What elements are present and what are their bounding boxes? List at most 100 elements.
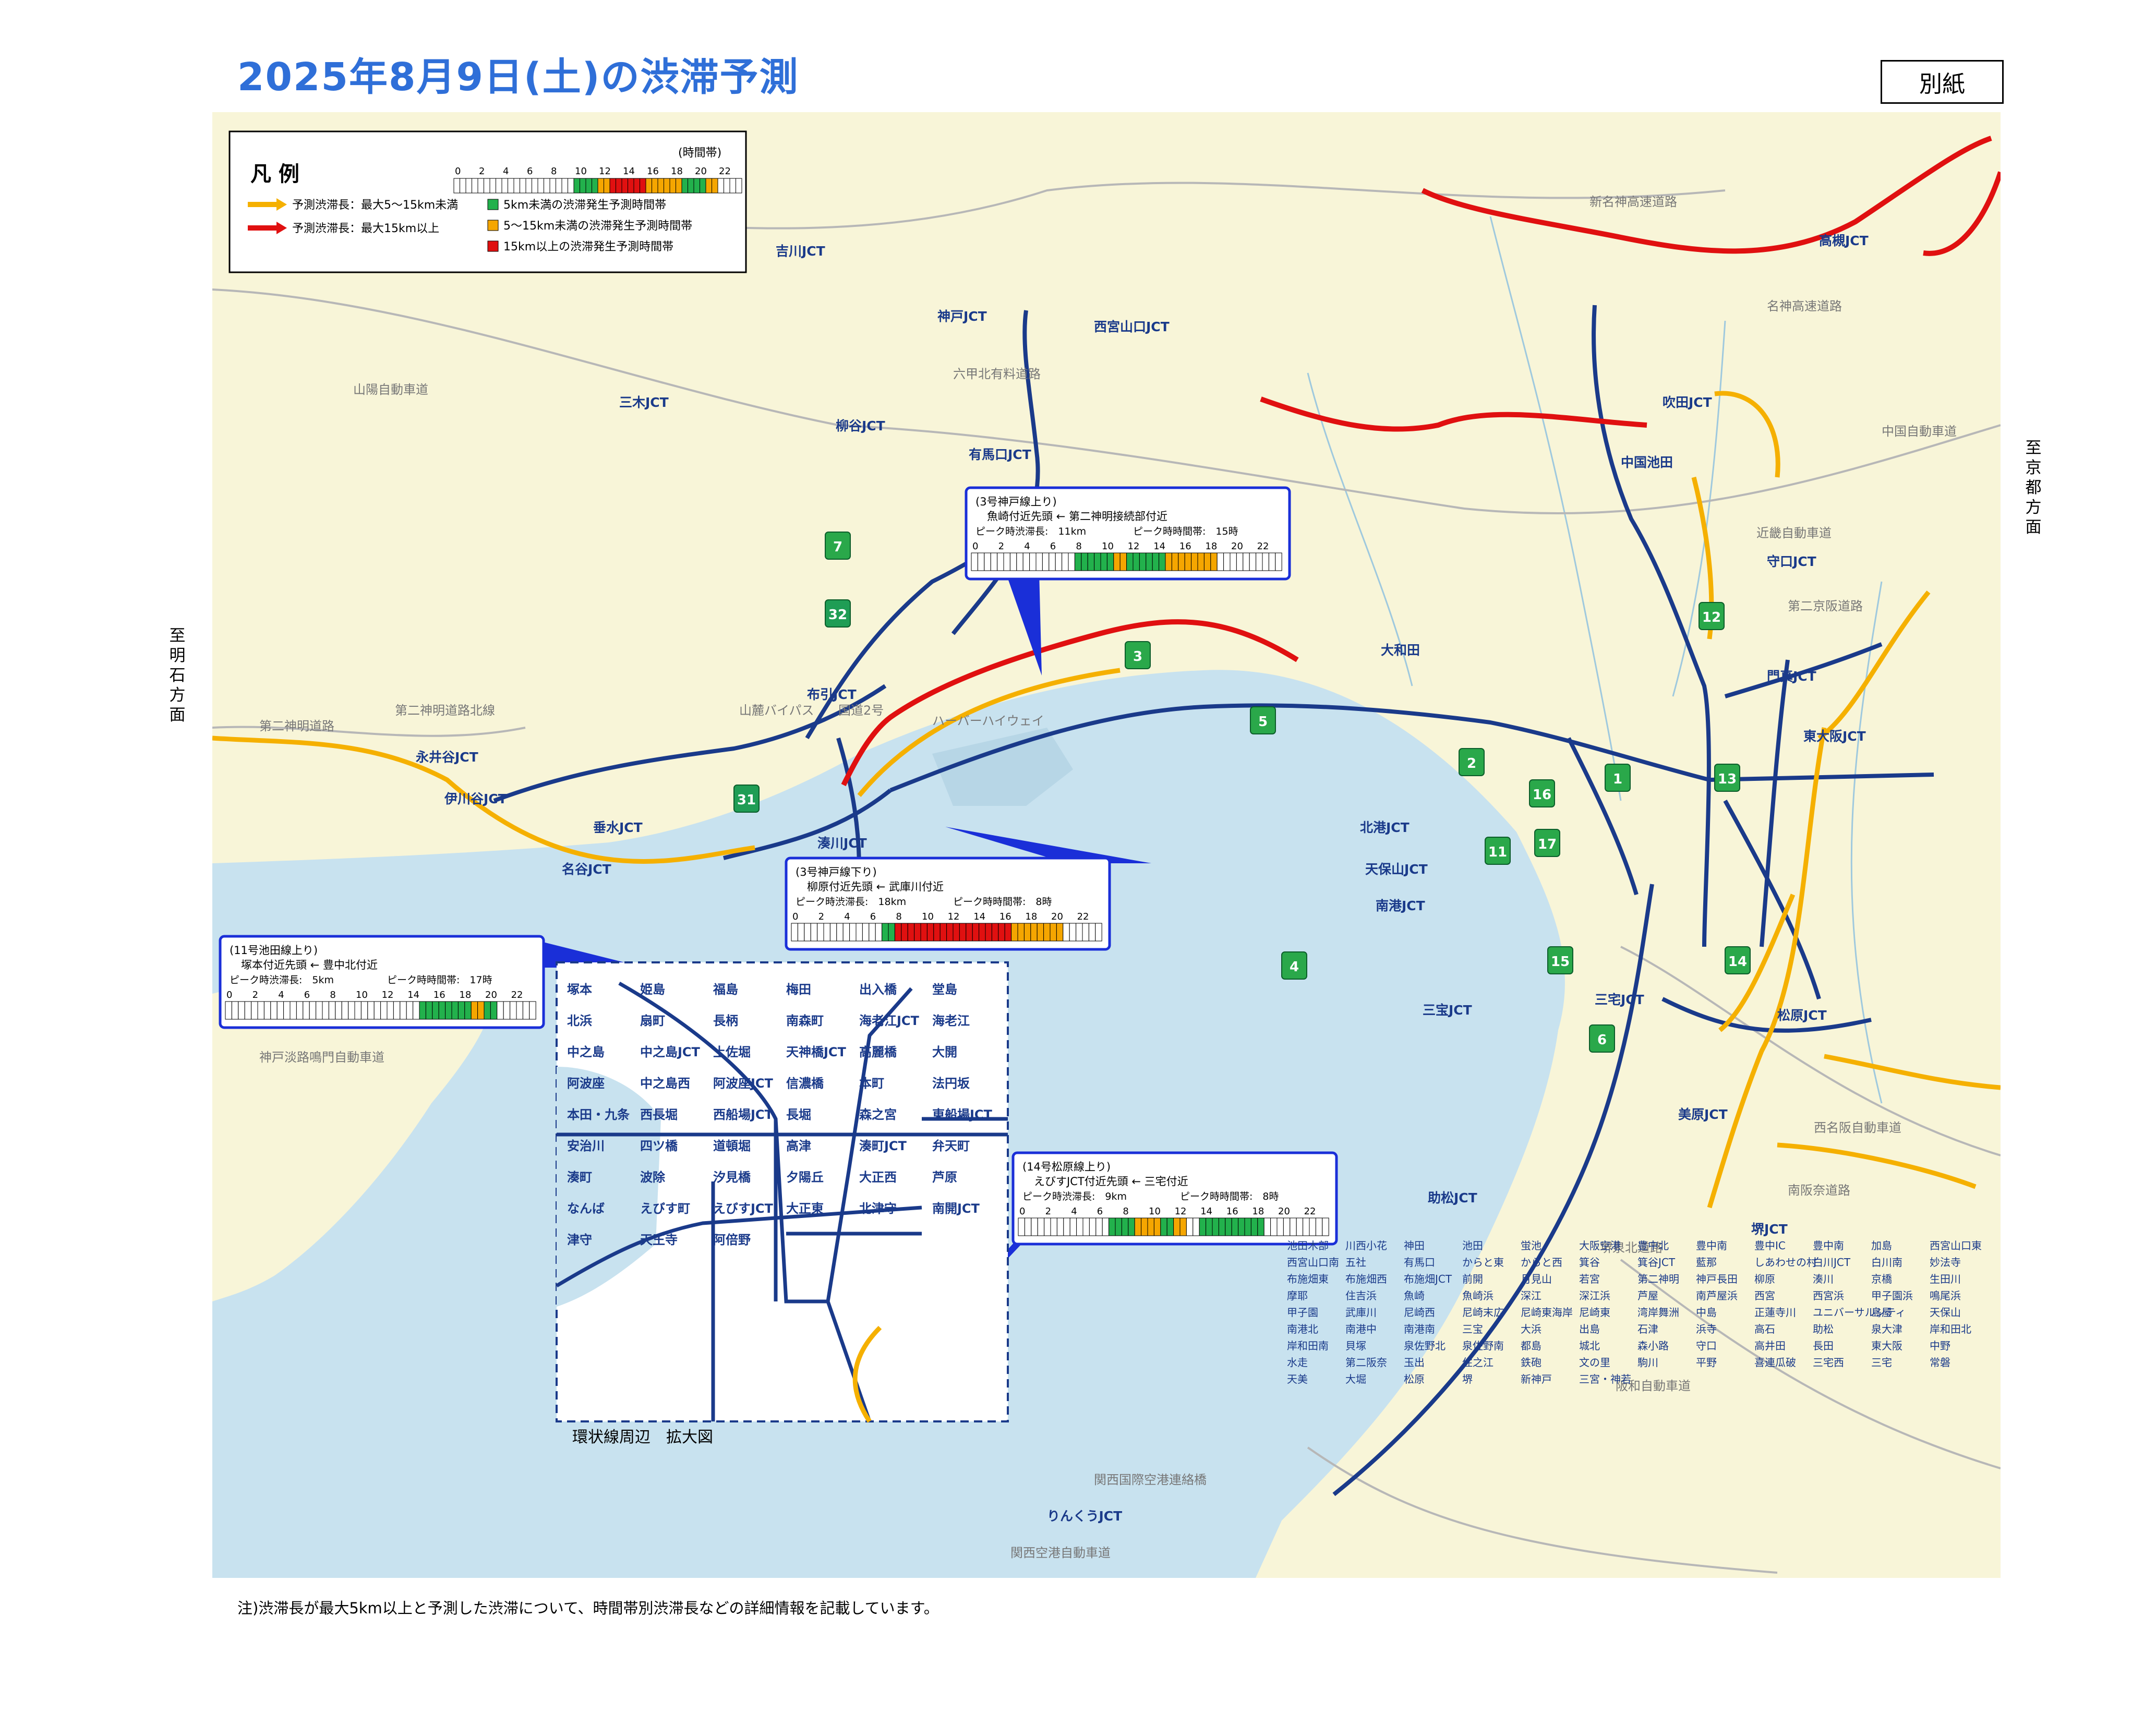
route-shield-number: 1 bbox=[1613, 771, 1622, 787]
hour-label: 16 bbox=[999, 911, 1011, 922]
time-cell bbox=[425, 1001, 433, 1020]
inset-station-label: 南森町 bbox=[786, 1014, 824, 1028]
time-cell bbox=[1011, 923, 1018, 942]
time-cell bbox=[1263, 1217, 1271, 1236]
route-shield-number: 6 bbox=[1597, 1032, 1607, 1048]
point-label: 尼崎東海岸 bbox=[1521, 1306, 1573, 1319]
time-cell bbox=[1095, 1217, 1103, 1236]
point-label: 西宮浜 bbox=[1813, 1289, 1844, 1302]
point-label: 湾岸舞洲 bbox=[1637, 1306, 1679, 1319]
jct-label: 吉川JCT bbox=[776, 244, 825, 259]
inset-station-label: 津守 bbox=[567, 1233, 592, 1247]
time-cell bbox=[1290, 1217, 1297, 1236]
inset-station-label: 安治川 bbox=[567, 1139, 605, 1153]
inset-station-label: 海老江JCT bbox=[859, 1014, 920, 1028]
expressway-label: 近畿自動車道 bbox=[1756, 526, 1832, 540]
point-label: 岸和田南 bbox=[1287, 1340, 1329, 1352]
route-shield-bg bbox=[1250, 706, 1276, 734]
time-cell bbox=[990, 552, 998, 571]
hour-label: 16 bbox=[433, 990, 445, 1000]
time-cell bbox=[1179, 1217, 1187, 1236]
hour-label: 8 bbox=[551, 166, 557, 177]
time-cell bbox=[413, 1001, 420, 1020]
callout-kobe-up[interactable]: (3号神戸線上り) 魚崎付近先頭 ← 第二神明接続部付近 ピーク時渋滞長: 11… bbox=[965, 486, 1291, 581]
orange-arrow-nishimeihan bbox=[1824, 1054, 2001, 1090]
inset-station-label: 塚本 bbox=[567, 982, 592, 997]
point-label: 岸和田北 bbox=[1930, 1323, 1971, 1335]
callout-ikeda-up[interactable]: (11号池田線上り) 塚本付近先頭 ← 豊中北付近 ピーク時渋滞長: 5km ピ… bbox=[219, 935, 545, 1029]
route-shield-number: 15 bbox=[1551, 954, 1570, 970]
expressway-label: 山陽自動車道 bbox=[353, 382, 428, 397]
time-cell bbox=[238, 1001, 245, 1020]
time-cell bbox=[1004, 923, 1012, 942]
time-cell bbox=[283, 1001, 291, 1020]
point-label: 魚崎浜 bbox=[1462, 1289, 1493, 1302]
time-cell bbox=[1225, 1217, 1232, 1236]
callout-matsubara-up[interactable]: (14号松原線上り) えびすJCT付近先頭 ← 三宅付近 ピーク時渋滞長: 9k… bbox=[1011, 1151, 1338, 1246]
point-label: 森小路 bbox=[1637, 1340, 1669, 1352]
time-cell bbox=[817, 923, 824, 942]
point-label: 正蓮寺川 bbox=[1754, 1306, 1796, 1319]
expressway-label: 国道2号 bbox=[838, 703, 884, 718]
route-shield-14: 14 bbox=[1725, 946, 1751, 974]
time-cell bbox=[380, 1001, 388, 1020]
inset-station-label: 道頓堀 bbox=[713, 1139, 751, 1153]
point-label: からと西 bbox=[1521, 1256, 1562, 1269]
time-cell bbox=[561, 178, 568, 194]
time-cell bbox=[585, 178, 592, 194]
time-cell bbox=[628, 178, 634, 194]
inset-station-label: 大正東 bbox=[786, 1201, 824, 1216]
time-cell bbox=[1231, 1217, 1239, 1236]
time-cell bbox=[609, 178, 616, 194]
time-cell bbox=[1199, 1217, 1207, 1236]
point-label: 箕谷JCT bbox=[1637, 1256, 1676, 1269]
time-cell bbox=[888, 923, 895, 942]
time-cell bbox=[1191, 552, 1198, 571]
orange-arrow-kinki bbox=[1707, 727, 1827, 1209]
time-cell bbox=[360, 1001, 368, 1020]
time-cell bbox=[1063, 1217, 1070, 1236]
route-shield-number: 2 bbox=[1467, 756, 1476, 771]
time-cell bbox=[1212, 1217, 1219, 1236]
route-shield-5: 5 bbox=[1250, 706, 1276, 734]
time-cell bbox=[901, 923, 908, 942]
point-label: 島屋 bbox=[1871, 1306, 1892, 1319]
time-cell bbox=[556, 178, 562, 194]
time-cell bbox=[1262, 552, 1269, 571]
jct-label: 美原JCT bbox=[1678, 1107, 1728, 1122]
point-label: 豊中南 bbox=[1696, 1239, 1727, 1252]
point-label: 高石 bbox=[1754, 1323, 1775, 1335]
time-cell bbox=[400, 1001, 407, 1020]
time-cell bbox=[652, 178, 658, 194]
time-cell bbox=[791, 923, 798, 942]
time-cell bbox=[1050, 1217, 1057, 1236]
red-arrow-kobe-down bbox=[841, 619, 1299, 787]
jct-label: 中国池田 bbox=[1621, 455, 1673, 470]
route-shield-bg bbox=[1485, 837, 1511, 865]
hour-label: 4 bbox=[503, 166, 509, 177]
expressway-label: 神戸淡路鳴門自動車道 bbox=[259, 1050, 384, 1065]
point-label: 甲子園浜 bbox=[1871, 1289, 1913, 1302]
expressway-label: 関西空港自動車道 bbox=[1010, 1546, 1111, 1560]
inset-water bbox=[557, 1067, 661, 1307]
inset-station-label: 長堀 bbox=[786, 1107, 811, 1122]
red-arrow-shinmeishin bbox=[1421, 136, 1992, 254]
time-cell bbox=[471, 1001, 478, 1020]
point-label: 高井田 bbox=[1754, 1340, 1786, 1352]
callout-kobe-down[interactable]: (3号神戸線下り) 柳原付近先頭 ← 武庫川付近 ピーク時渋滞長: 18km ピ… bbox=[785, 857, 1111, 951]
time-cell bbox=[537, 178, 544, 194]
point-label: 三宅西 bbox=[1813, 1356, 1844, 1369]
point-label: 南港南 bbox=[1404, 1323, 1435, 1335]
time-cell bbox=[1283, 1217, 1291, 1236]
hour-label: 22 bbox=[1077, 911, 1089, 922]
expressway-label: 山麓バイパス bbox=[739, 703, 814, 718]
time-cell bbox=[1275, 552, 1282, 571]
time-cell bbox=[508, 178, 514, 194]
point-label: 箕谷 bbox=[1579, 1256, 1600, 1269]
time-cell bbox=[1074, 552, 1082, 571]
point-label: 住吉浜 bbox=[1345, 1289, 1377, 1302]
jct-label: 大和田 bbox=[1381, 643, 1420, 658]
time-cell bbox=[465, 178, 472, 194]
